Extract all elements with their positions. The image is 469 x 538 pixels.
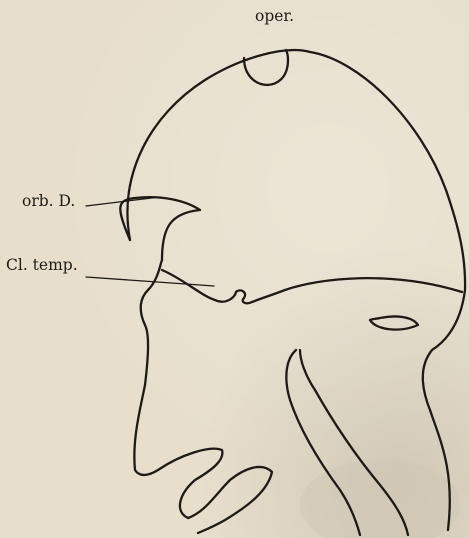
operculum-outline [244,50,288,85]
label-orb-d: orb. D. [22,192,75,210]
label-cl-temp: Cl. temp. [6,256,78,274]
leader-line-orb-d [86,197,160,206]
otic-vesicle-outline [370,316,418,329]
temporal-cleft-outline [162,270,462,303]
face-profile-outline [120,197,222,518]
paper-stain [300,460,460,538]
label-oper: oper. [255,7,294,25]
leader-line-cl-temp [86,277,214,286]
